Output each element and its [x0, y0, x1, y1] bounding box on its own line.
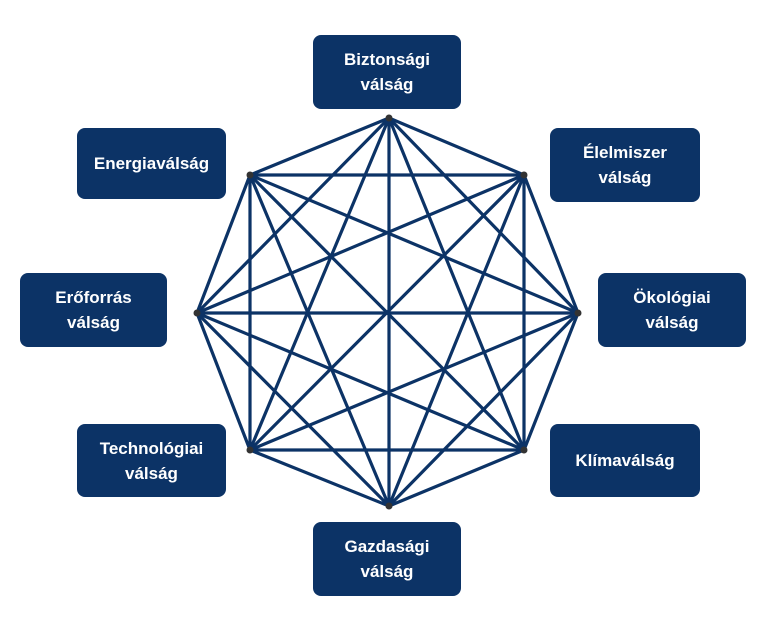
- connection-line-3-7: [248, 173, 526, 452]
- node-biztonsagi-valsag: Biztonsági válság: [313, 35, 461, 109]
- node-eroforras-valsag: Erőforrás válság: [20, 273, 167, 347]
- connection-line-1-2: [522, 173, 580, 315]
- connection-line-2-3: [522, 311, 580, 452]
- node-energiavalsag: Energiaválság: [77, 128, 226, 199]
- node-okologiai-valsag: Ökológiai válság: [598, 273, 746, 347]
- vertex-dot-7: [246, 171, 254, 179]
- node-technologiai-valsag: Technológiai válság: [77, 424, 226, 497]
- connection-line-0-1: [387, 116, 526, 177]
- connection-line-2-5: [248, 311, 580, 452]
- vertex-dot-4: [385, 502, 393, 510]
- node-klimavalsag: Klímaválság: [550, 424, 700, 497]
- vertex-dot-1: [520, 171, 528, 179]
- connection-line-6-7: [195, 173, 252, 315]
- connection-line-4-7: [248, 173, 391, 508]
- connection-line-0-5: [248, 116, 391, 452]
- connection-line-0-7: [248, 116, 391, 177]
- vertex-dot-5: [246, 446, 254, 454]
- connection-line-0-3: [387, 116, 526, 452]
- vertex-dot-2: [574, 309, 582, 317]
- connection-line-0-6: [195, 116, 391, 315]
- vertex-dot-0: [385, 114, 393, 122]
- connection-line-3-4: [387, 448, 526, 508]
- connection-line-4-6: [195, 311, 391, 508]
- vertex-dot-6: [193, 309, 201, 317]
- connection-line-4-5: [248, 448, 391, 508]
- connection-line-2-7: [248, 173, 580, 315]
- node-elelmiszer-valsag: Élelmiszer válság: [550, 128, 700, 202]
- node-gazdasagi-valsag: Gazdasági válság: [313, 522, 461, 596]
- connection-line-5-6: [195, 311, 252, 452]
- vertex-dot-3: [520, 446, 528, 454]
